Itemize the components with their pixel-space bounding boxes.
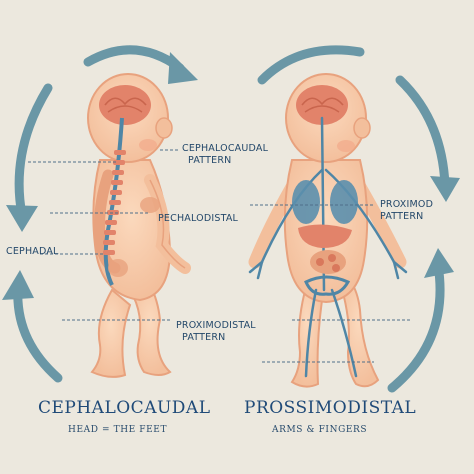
label-proximodistal-line1: PROXIMODISTAL bbox=[176, 320, 256, 331]
right-baby-cheek bbox=[337, 140, 355, 152]
caption-left-subtitle: HEAD = THE FEET bbox=[68, 425, 168, 435]
label-cephalocaudal-pattern: CEPHALOCAUDAL PATTERN bbox=[182, 143, 268, 167]
label-cephalocaudal-line1: CEPHALOCAUDAL bbox=[182, 143, 269, 154]
label-cephalocaudal-line2: PATTERN bbox=[188, 155, 232, 166]
arrow-right-lower-head bbox=[424, 248, 454, 278]
caption-left-title: CEPHALOCAUDAL bbox=[38, 398, 211, 418]
left-baby-hip bbox=[108, 259, 128, 277]
label-pechalodistal: PECHALODISTAL bbox=[158, 213, 239, 224]
right-baby-figure bbox=[248, 73, 408, 388]
right-baby-lung-left bbox=[292, 180, 320, 224]
right-baby-intestine bbox=[310, 250, 346, 274]
arrow-left-lower bbox=[13, 283, 63, 383]
cycle-arrows bbox=[2, 45, 460, 393]
arrow-left-upper bbox=[14, 83, 53, 220]
arrow-top-left-head bbox=[168, 52, 198, 84]
arrow-right-upper-head bbox=[430, 176, 460, 202]
leader-lines bbox=[28, 149, 410, 363]
left-baby-chest-organ bbox=[140, 197, 160, 213]
arrow-right-lower bbox=[387, 260, 445, 393]
left-baby-vertebrae bbox=[103, 150, 126, 255]
left-baby-spine bbox=[103, 117, 124, 286]
right-baby-liver bbox=[298, 224, 352, 248]
caption-right-subtitle: ARMS & FINGERS bbox=[272, 425, 368, 435]
label-proximod-line1: PROXIMOD bbox=[380, 199, 434, 210]
arrow-right-top bbox=[257, 45, 365, 85]
arrow-left-lower-head bbox=[2, 270, 34, 300]
label-cephadal: CEPHADAL bbox=[6, 246, 59, 257]
right-baby-nerves bbox=[248, 116, 408, 378]
arrow-top-left bbox=[83, 45, 185, 73]
label-proximod-pattern: PROXIMOD PATTERN bbox=[380, 199, 433, 223]
caption-right-title: PROSSIMODISTAL bbox=[244, 398, 417, 418]
label-proximodistal-pattern: PROXIMODISTAL PATTERN bbox=[176, 320, 256, 344]
right-baby-pelvis bbox=[304, 275, 351, 296]
label-proximodistal-line2: PATTERN bbox=[182, 332, 226, 343]
left-baby-cheek bbox=[139, 139, 157, 151]
right-baby-left-leg bbox=[290, 277, 324, 388]
right-baby-lung-right bbox=[330, 180, 358, 224]
label-proximod-line2: PATTERN bbox=[380, 211, 424, 222]
arrow-right-upper bbox=[395, 75, 450, 190]
left-baby-back-leg bbox=[90, 288, 132, 378]
arrow-left-upper-head bbox=[6, 205, 38, 232]
left-baby-front-leg bbox=[128, 283, 172, 376]
left-baby-figure bbox=[87, 73, 191, 378]
